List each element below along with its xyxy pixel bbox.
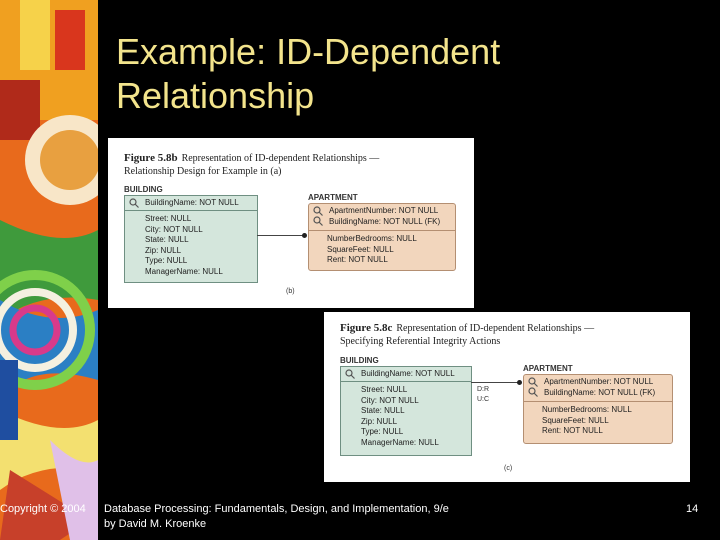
figure-c-caption-line-1: Representation of ID-dependent Relations… (396, 323, 595, 334)
footer-copyright: Copyright © 2004 (0, 503, 86, 515)
figure-b-caption-line-2: Relationship Design for Example in (a) (124, 166, 282, 177)
figure-c-apartment-attr: Rent: NOT NULL (542, 426, 603, 435)
figure-b-building-attr: State: NULL (145, 235, 189, 244)
figure-c-apartment-key: ApartmentNumber: NOT NULL (544, 377, 654, 386)
figure-c-building-attr: ManagerName: NULL (361, 437, 439, 447)
figure-c-apartment-attr: NumberBedrooms: NULL (542, 405, 632, 414)
figure-c-building-attr: State: NULL (361, 406, 405, 415)
slide-title-line-1: Example: ID-Dependent (116, 31, 501, 72)
figure-b-apartment-attr: Rent: NOT NULL (327, 255, 388, 264)
footer-book-citation: Database Processing: Fundamentals, Desig… (104, 502, 624, 532)
figure-c-apartment-entity: ApartmentNumber: NOT NULL BuildingName: … (523, 374, 673, 444)
figure-b-building-attr: Zip: NULL (145, 245, 182, 255)
figure-c-building-attr: Street: NULL (361, 385, 408, 394)
figure-c-building-key-text: BuildingName: NOT NULL (361, 369, 455, 378)
figure-c-apartment-key: BuildingName: NOT NULL (FK) (544, 387, 656, 397)
figure-c-apartment-attr: SquareFeet: NULL (542, 415, 609, 425)
footer-book-line-1: Database Processing: Fundamentals, Desig… (104, 503, 449, 515)
decorative-art-strip (0, 0, 98, 540)
slide-title: Example: ID-Dependent Relationship (116, 30, 696, 118)
figure-c-ri-delete: D:R (477, 386, 490, 393)
key-icon (313, 206, 323, 216)
figure-c-apartment-label: APARTMENT (523, 364, 573, 373)
key-icon (528, 387, 538, 397)
figure-c-apartment-keys: ApartmentNumber: NOT NULL BuildingName: … (524, 375, 672, 402)
figure-c-building-attr: Type: NULL (361, 427, 404, 436)
key-icon (313, 216, 323, 226)
figure-b-relationship-line (257, 235, 306, 236)
abstract-art-image (0, 0, 98, 540)
figure-b-apartment-attr: NumberBedrooms: NULL (327, 234, 417, 243)
figure-c-ri-update: U:C (477, 396, 490, 403)
figure-b-building-attr: City: NOT NULL (145, 224, 203, 234)
figure-b-building-entity: BuildingName: NOT NULL Street: NULL City… (124, 195, 258, 283)
figure-b-apartment-key: BuildingName: NOT NULL (FK) (329, 216, 441, 226)
figure-c-building-attr: Zip: NULL (361, 416, 398, 426)
figure-b-apartment-label: APARTMENT (308, 193, 358, 202)
figure-b-tag: (b) (286, 288, 295, 295)
figure-b-apartment-entity: ApartmentNumber: NOT NULL BuildingName: … (308, 203, 456, 271)
figure-b-building-attr: Type: NULL (145, 256, 188, 265)
slide-title-line-2: Relationship (116, 75, 315, 116)
figure-c-relationship-line (471, 382, 521, 383)
figure-b-apartment-keys: ApartmentNumber: NOT NULL BuildingName: … (309, 204, 455, 231)
key-icon (528, 377, 538, 387)
figure-c-building-key: BuildingName: NOT NULL (341, 367, 471, 382)
figure-c-building-attr: City: NOT NULL (361, 395, 419, 405)
figure-b-building-attr: Street: NULL (145, 214, 192, 223)
figure-c-caption-line-2: Specifying Referential Integrity Actions (340, 336, 501, 347)
figure-c-tag: (c) (504, 465, 513, 472)
figure-b-relationship-dot (302, 233, 307, 238)
key-icon (345, 369, 355, 379)
figure-b-apartment-attr: SquareFeet: NULL (327, 244, 394, 254)
key-icon (129, 198, 139, 208)
figure-b-building-label: BUILDING (124, 185, 163, 194)
figure-b-building-key: BuildingName: NOT NULL (125, 196, 257, 211)
page-number: 14 (686, 503, 699, 515)
figure-c-number: Figure 5.8c (340, 322, 393, 334)
figure-c-building-label: BUILDING (340, 356, 379, 365)
figure-b-building-attr: ManagerName: NULL (145, 266, 223, 276)
figure-b-building-key-text: BuildingName: NOT NULL (145, 198, 239, 207)
figure-b-number: Figure 5.8b (124, 152, 178, 164)
footer-book-line-2: by David M. Kroenke (104, 518, 207, 530)
figure-b-apartment-key: ApartmentNumber: NOT NULL (329, 206, 439, 215)
figure-c-relationship-dot (517, 380, 522, 385)
figure-b-caption-line-1: Representation of ID-dependent Relations… (181, 153, 380, 164)
figure-c-building-entity: BuildingName: NOT NULL Street: NULL City… (340, 366, 472, 456)
